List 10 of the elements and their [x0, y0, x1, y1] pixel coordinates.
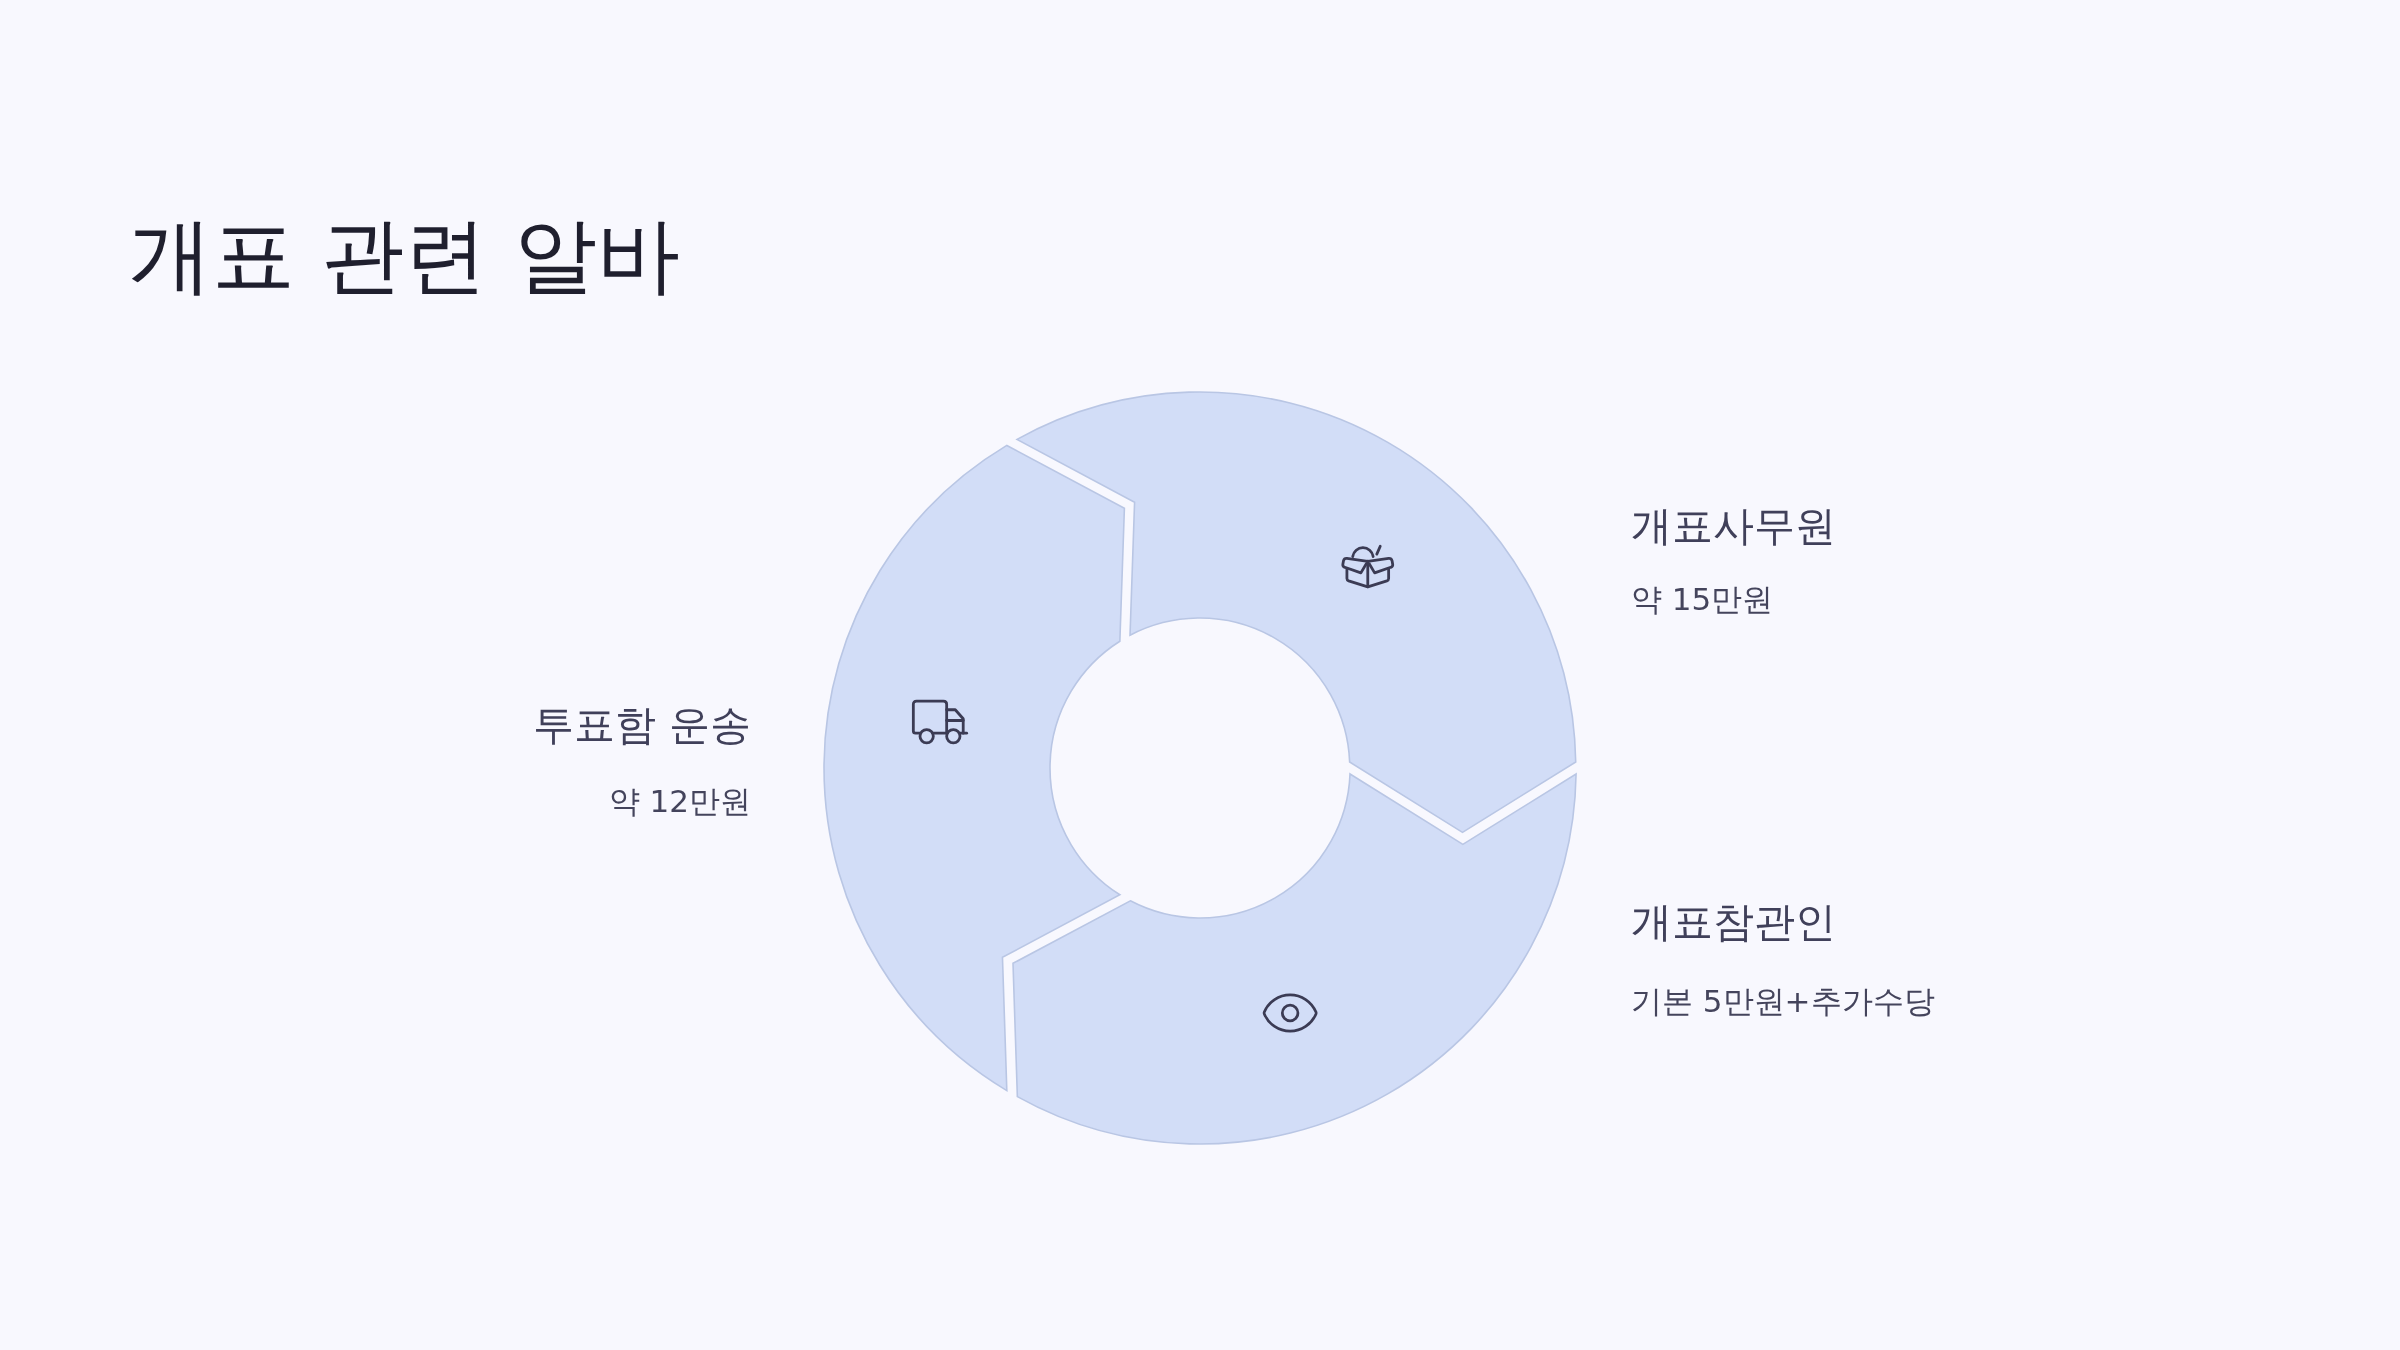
label-text: 기본 5만원+추가수당	[1631, 983, 1935, 1021]
title: 개표 관련 알바	[129, 206, 680, 306]
arrow-segment	[1011, 773, 1577, 1145]
label-text: 약 15만원	[1631, 581, 1774, 619]
label-heading: 개표참관인	[1631, 898, 1836, 948]
label-heading: 개표사무원	[1631, 502, 1836, 552]
arrow-segment	[823, 445, 1126, 1092]
arrow-segment	[1016, 391, 1577, 834]
label-heading: 투표함 운송	[532, 701, 751, 751]
label-text: 약 12만원	[608, 783, 751, 821]
